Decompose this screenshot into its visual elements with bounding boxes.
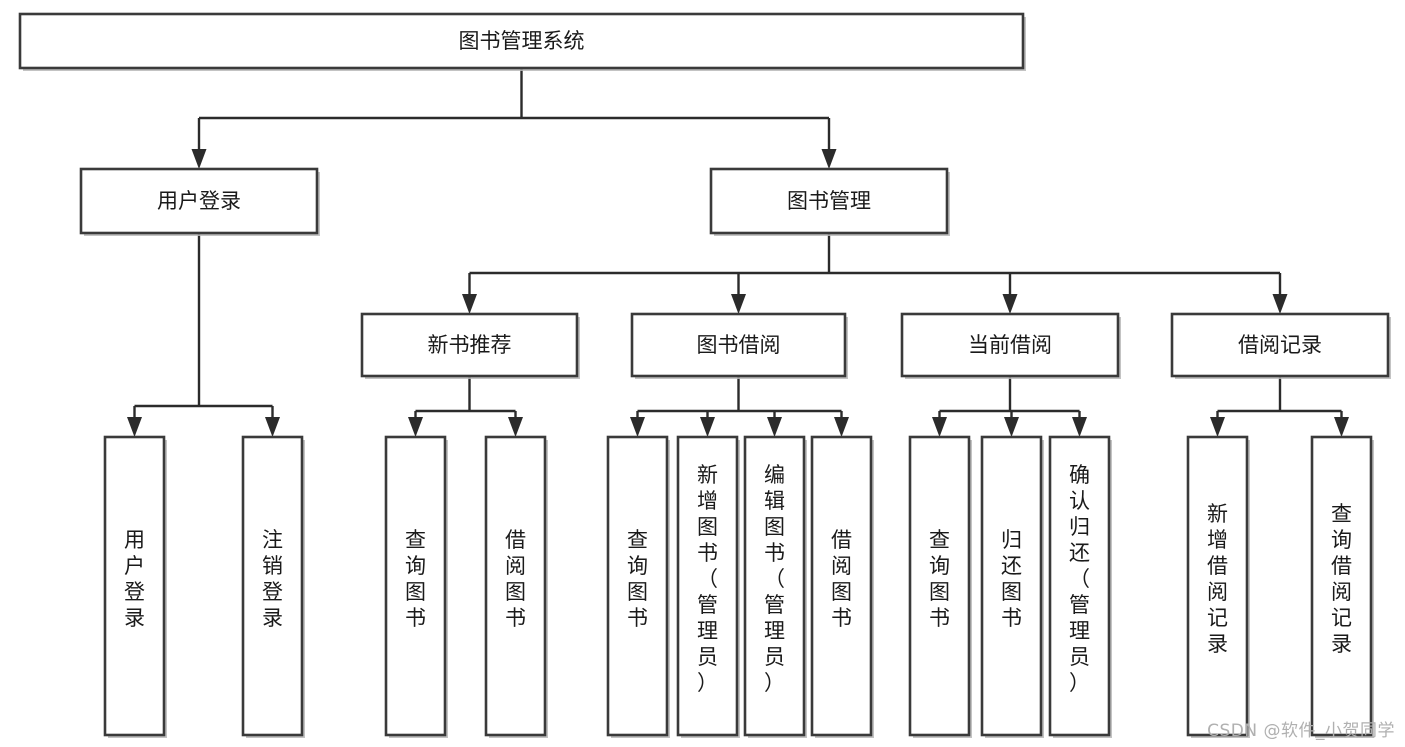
node-box — [908, 435, 971, 737]
node-label: 图书管理系统 — [459, 29, 585, 53]
node-leaf-user-login[interactable]: 用户登录 — [103, 435, 167, 738]
arrow-head-icon — [700, 417, 715, 437]
node-label: 新增图书（管理员） — [697, 463, 718, 695]
arrow-head-icon — [932, 417, 947, 437]
node-label: 查询借阅记录 — [1331, 502, 1352, 656]
node-label: 查询图书 — [929, 528, 950, 630]
arrow-head-icon — [508, 417, 523, 437]
node-label: 新增借阅记录 — [1207, 502, 1228, 656]
arrow-head-icon — [630, 417, 645, 437]
node-leaf-query-book-3[interactable]: 查询图书 — [908, 435, 972, 738]
node-current-borrow[interactable]: 当前借阅 — [900, 312, 1121, 379]
node-label: 编辑图书（管理员） — [764, 463, 785, 695]
node-book-borrow[interactable]: 图书借阅 — [630, 312, 848, 379]
node-user-login[interactable]: 用户登录 — [79, 167, 320, 236]
node-box — [743, 435, 806, 737]
node-leaf-add-book[interactable]: 新增图书（管理员） — [676, 435, 740, 738]
node-borrow-record[interactable]: 借阅记录 — [1170, 312, 1391, 379]
node-box — [980, 435, 1043, 737]
node-box — [484, 435, 547, 737]
node-root[interactable]: 图书管理系统 — [18, 12, 1026, 71]
arrow-head-icon — [767, 417, 782, 437]
node-box — [360, 312, 579, 378]
watermark-text: CSDN @软件_小贺同学 — [1207, 721, 1395, 741]
arrow-head-icon — [1210, 417, 1225, 437]
node-leaf-query-book-2[interactable]: 查询图书 — [606, 435, 670, 738]
arrow-head-icon — [1272, 294, 1288, 314]
node-box — [241, 435, 304, 737]
node-box — [1048, 435, 1111, 737]
node-label: 注销登录 — [262, 528, 283, 630]
arrow-head-icon — [1002, 294, 1018, 314]
arrow-head-icon — [834, 417, 849, 437]
node-box — [709, 167, 949, 235]
node-leaf-edit-book[interactable]: 编辑图书（管理员） — [743, 435, 807, 738]
node-book-manage[interactable]: 图书管理 — [709, 167, 950, 236]
node-leaf-return-book[interactable]: 归还图书 — [980, 435, 1044, 738]
node-label: 新书推荐 — [428, 333, 512, 357]
node-leaf-add-record[interactable]: 新增借阅记录 — [1186, 435, 1250, 738]
node-box — [384, 435, 447, 737]
node-leaf-borrow-book-2[interactable]: 借阅图书 — [810, 435, 874, 738]
node-leaf-query-record[interactable]: 查询借阅记录 — [1310, 435, 1374, 738]
node-label: 归还图书 — [1001, 528, 1022, 630]
arrow-head-icon — [821, 149, 837, 169]
node-box — [810, 435, 873, 737]
node-box — [1310, 435, 1373, 737]
node-label: 借阅记录 — [1238, 333, 1322, 357]
node-label: 查询图书 — [405, 528, 426, 630]
node-leaf-borrow-book-1[interactable]: 借阅图书 — [484, 435, 548, 738]
node-leaf-confirm-return[interactable]: 确认归还（管理员） — [1048, 435, 1112, 738]
node-layer: 图书管理系统用户登录图书管理新书推荐图书借阅当前借阅借阅记录用户登录注销登录查询… — [18, 12, 1391, 738]
node-label: 借阅图书 — [505, 528, 526, 630]
arrow-head-icon — [1334, 417, 1349, 437]
node-label: 图书管理 — [787, 189, 871, 213]
arrow-head-icon — [265, 417, 280, 437]
arrow-head-icon — [191, 149, 207, 169]
node-box — [79, 167, 319, 235]
arrow-head-icon — [1072, 417, 1087, 437]
node-box — [900, 312, 1120, 378]
arrow-head-icon — [1004, 417, 1019, 437]
node-label: 用户登录 — [157, 189, 241, 213]
node-box — [1186, 435, 1249, 737]
node-box — [676, 435, 739, 737]
node-label: 借阅图书 — [831, 528, 852, 630]
node-box — [1170, 312, 1390, 378]
node-box — [606, 435, 669, 737]
node-label: 查询图书 — [627, 528, 648, 630]
arrow-head-icon — [462, 294, 477, 314]
node-box — [103, 435, 166, 737]
node-box — [630, 312, 847, 378]
node-new-book-recommend[interactable]: 新书推荐 — [360, 312, 580, 379]
node-box — [18, 12, 1025, 70]
node-label: 当前借阅 — [968, 333, 1052, 357]
node-label: 图书借阅 — [697, 333, 781, 357]
arrow-head-icon — [408, 417, 423, 437]
node-leaf-logout-login[interactable]: 注销登录 — [241, 435, 305, 738]
arrow-head-icon — [127, 417, 142, 437]
node-leaf-query-book-1[interactable]: 查询图书 — [384, 435, 448, 738]
node-label: 确认归还（管理员） — [1069, 463, 1090, 695]
node-label: 用户登录 — [124, 528, 145, 630]
connector-layer — [127, 68, 1349, 437]
arrow-head-icon — [731, 294, 746, 314]
